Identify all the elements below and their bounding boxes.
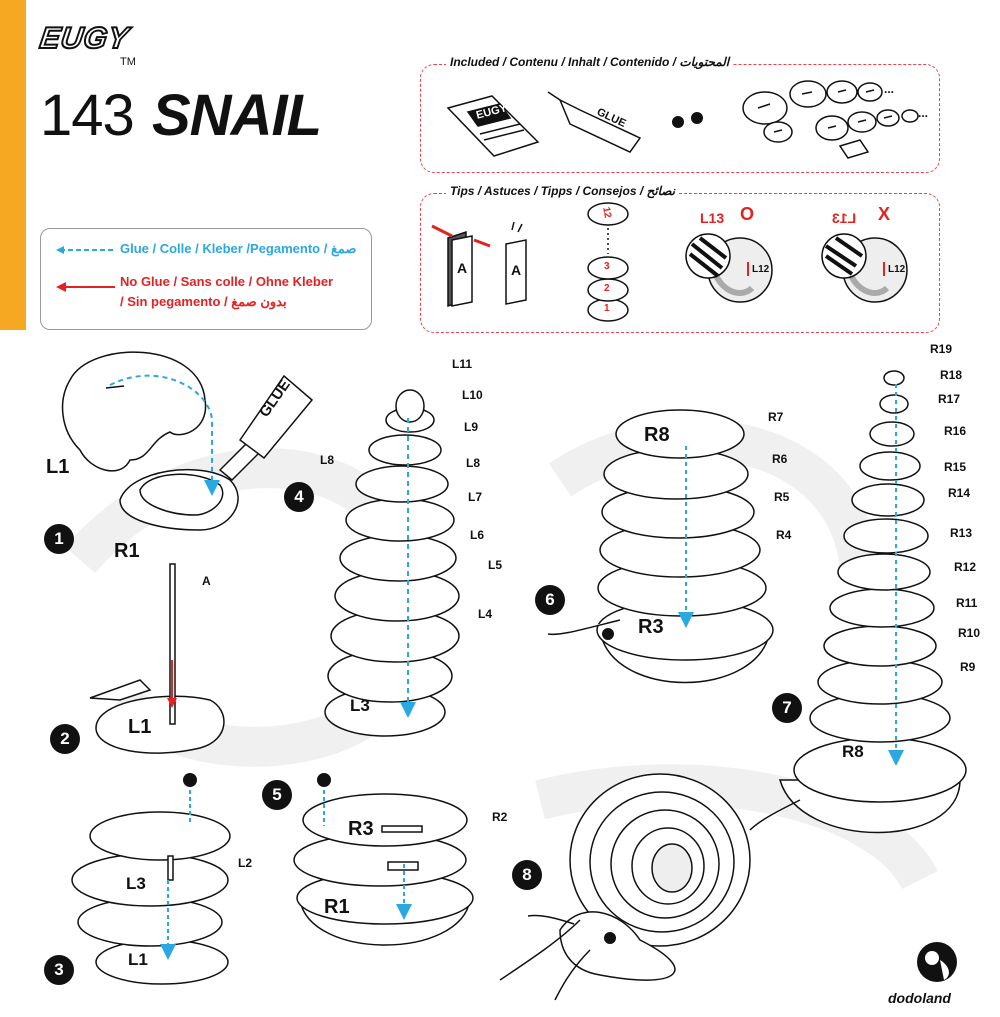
step3-l1: L1 [128,950,148,969]
tip-stack-3: 3 [604,261,610,272]
legend-no-glue-line1: No Glue / Sans colle / Ohne Kleber [120,274,334,289]
tip-wrong-orientation [821,233,908,303]
trademark: TM [120,56,136,68]
glue-tube-icon [547,91,642,153]
tip-correct-part: L13 [700,210,725,226]
step4-l6: L6 [470,528,485,542]
tip-correct-orientation [685,233,773,303]
step7-r10: R10 [958,626,981,640]
tip-correct-mark: O [740,204,755,224]
step5-r3: R3 [348,818,374,840]
eye-bead-icon [672,116,684,128]
step4-l5: L5 [488,558,503,572]
legend-no-glue-text: No Glue / Sans colle / Ohne Kleber / Sin… [120,272,360,312]
step7-r19: R19 [930,342,953,356]
disc-pieces-icon [742,80,919,159]
step-number-4: 4 [284,482,314,512]
step5-r1: R1 [324,896,350,918]
tip-stack-1: 1 [604,303,610,314]
legend-glue-text: Glue / Colle / Kleber /Pegamento / صمغ [120,241,357,256]
step-number-6: 6 [535,585,565,615]
step4-l11: L11 [452,357,473,371]
step6-r3: R3 [638,616,664,638]
step4-l8: L8 [466,456,481,470]
legend-no-glue-line2: / Sin pegamento / بدون صمغ [120,294,287,309]
step7-r8: R8 [842,742,864,761]
step4-l4: L4 [478,607,493,621]
model-number: 143 [40,83,135,148]
included-title: Included / Contenu / Inhalt / Contenido … [446,55,734,69]
step-number-3: 3 [44,955,74,985]
accent-bar [0,0,26,330]
booklet-icon [446,95,540,157]
step5-r2: R2 [492,810,508,824]
tip-stack-12: 12 [600,206,613,219]
model-name: SNAIL [152,83,322,148]
step4-l7: L7 [468,490,483,504]
step4-l3: L3 [350,696,370,715]
tip-wrong-ref: L12 [888,264,906,275]
tips-panel [420,193,940,333]
tip-stack-2: 2 [604,283,610,294]
step8-snail [499,773,751,1001]
step6-r6: R6 [772,452,788,466]
step6-drawing [547,409,774,684]
step4-left-l8: L8 [320,453,335,467]
dodoland-logo-text: dodoland [888,990,951,1006]
step2-rod-label: A [202,574,211,588]
step2-drawing [89,563,225,754]
step7-drawing [749,370,967,834]
step-number-2: 2 [50,724,80,754]
step3-l2: L2 [238,856,253,870]
step4-l10: L10 [462,388,483,402]
step4-drawing [324,389,460,737]
step7-r17: R17 [938,392,961,406]
step-number-7: 7 [772,693,802,723]
step7-r16: R16 [944,424,967,438]
tip-press-card [431,224,491,308]
step1-r1: R1 [114,540,140,562]
step7-r12: R12 [954,560,977,574]
step3-drawing [71,811,231,985]
tip-card-letter: A [457,260,468,276]
step7-r11: R11 [956,596,978,610]
tip-wrong-part: L13 [832,210,857,226]
step-number-1: 1 [44,524,74,554]
step6-r5: R5 [774,490,790,504]
step5-drawing [293,793,474,946]
step4-l9: L9 [464,420,479,434]
step1-l1: L1 [46,456,70,478]
step7-r14: R14 [948,486,971,500]
tip-wrong-mark: X [878,204,891,224]
step-number-5: 5 [262,780,292,810]
step2-l1: L1 [128,716,152,738]
step3-l3: L3 [126,874,146,893]
step7-r18: R18 [940,368,963,382]
step6-r8: R8 [644,424,670,446]
step-number-8: 8 [512,860,542,890]
dodoland-logo-icon [917,942,957,982]
tips-title: Tips / Astuces / Tipps / Consejos / نصائ… [446,184,679,198]
legend-box [40,228,372,330]
step7-r9: R9 [960,660,976,674]
pieces-ellipsis-2: ... [918,106,929,120]
step6-r7: R7 [768,410,784,424]
step6-r4: R4 [776,528,792,542]
tip-stack-icon [587,202,629,322]
tip-single-card [505,221,527,305]
step7-r13: R13 [950,526,973,540]
pieces-ellipsis-1: ... [884,82,895,96]
tip-card-letter-2: A [511,262,522,278]
step7-r15: R15 [944,460,967,474]
tip-correct-ref: L12 [752,264,770,275]
eye-bead-icon [691,112,703,124]
step1-drawing [61,351,314,531]
